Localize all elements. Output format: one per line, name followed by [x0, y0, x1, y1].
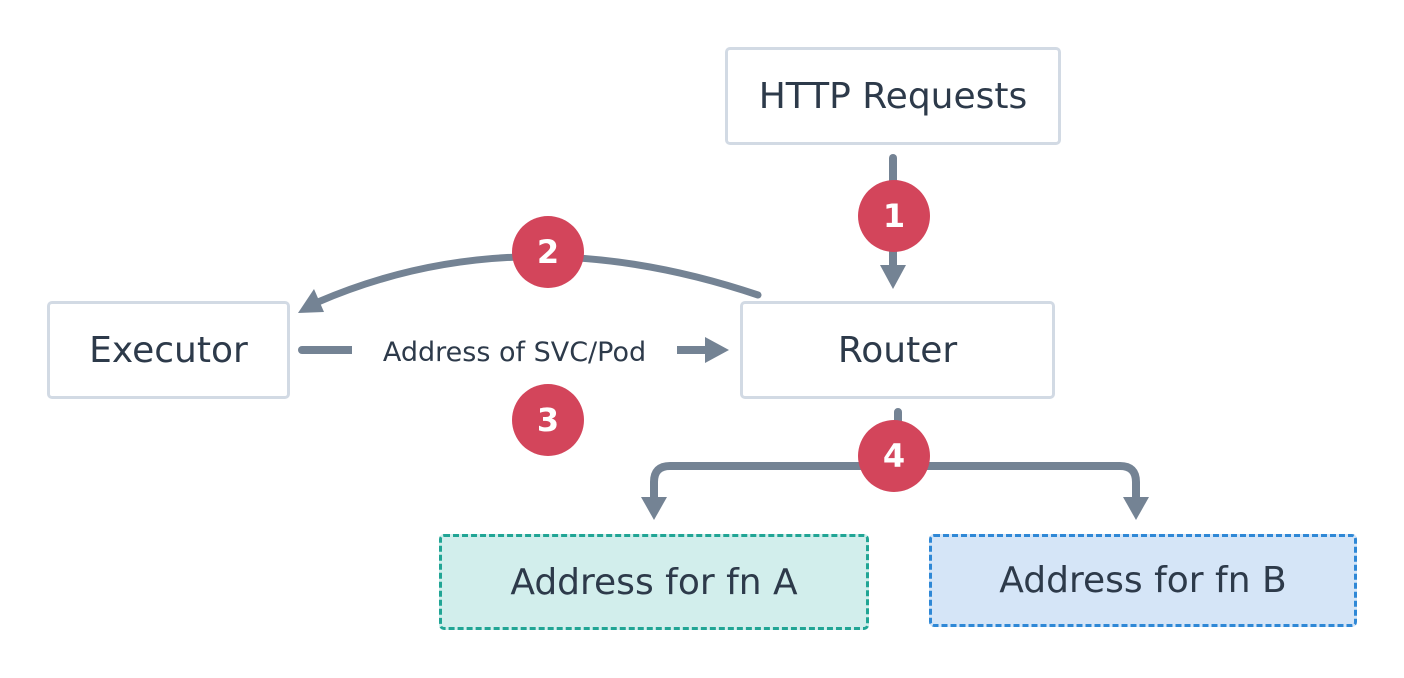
arrowhead-router-top: [880, 265, 906, 289]
step-badge-2: 2: [512, 216, 584, 288]
fn-a-address-node: Address for fn A: [439, 534, 869, 630]
arrowhead-fn-b: [1123, 497, 1149, 520]
step-badge-4: 4: [858, 420, 930, 492]
executor-label: Executor: [89, 329, 248, 371]
step-badge-1: 1: [858, 180, 930, 252]
router-label: Router: [837, 329, 958, 371]
edge-label-svc-pod: Address of SVC/Pod: [352, 330, 677, 374]
fn-a-address-label: Address for fn A: [510, 561, 798, 603]
arrowhead-router-left: [705, 337, 729, 363]
executor-node: Executor: [47, 301, 290, 399]
arrowhead-fn-a: [641, 497, 667, 520]
fn-b-address-label: Address for fn B: [999, 560, 1287, 601]
http-requests-label: HTTP Requests: [758, 75, 1028, 117]
step-badge-3: 3: [512, 384, 584, 456]
arrowhead-executor: [298, 289, 324, 313]
fn-b-address-node: Address for fn B: [929, 534, 1357, 627]
router-node: Router: [740, 301, 1055, 399]
http-requests-node: HTTP Requests: [725, 47, 1061, 145]
